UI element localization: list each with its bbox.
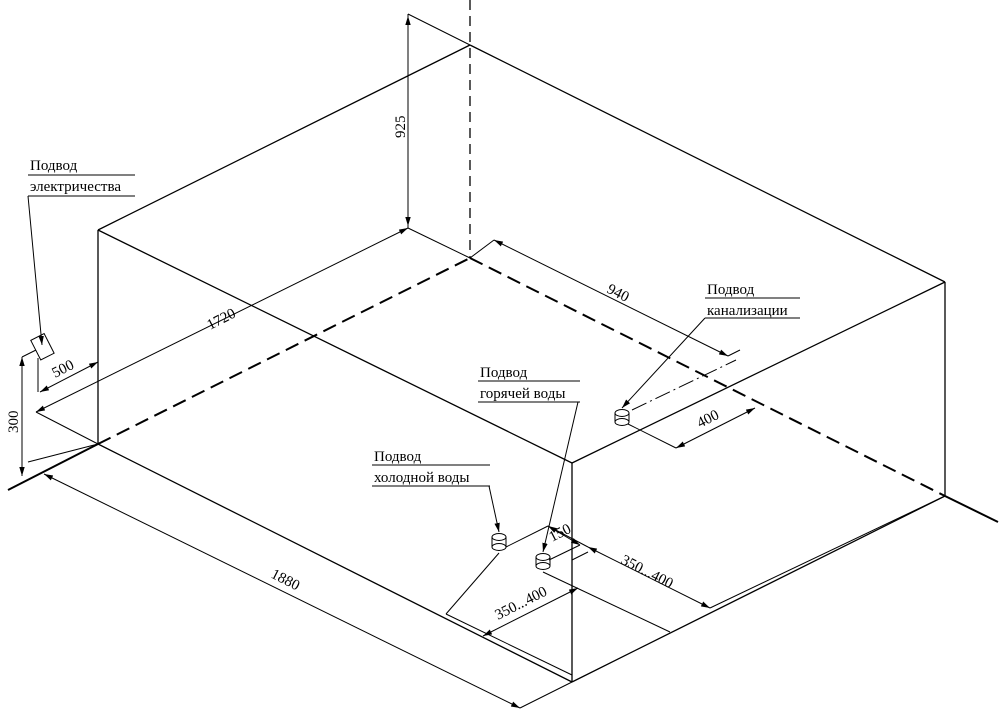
dim-length-label: 1880 — [268, 566, 302, 594]
dim-width: 1720 — [35, 227, 409, 445]
dim-valve-range-a-label: 350...400 — [618, 552, 675, 592]
cold-water-label-line1: Подвод — [374, 449, 422, 465]
electric-supply: 300 500 Подвод электричества — [6, 158, 135, 476]
dim-electric-offset-label: 500 — [50, 357, 77, 381]
dim-drain-side-label: 400 — [695, 407, 722, 431]
electric-label-line1: Подвод — [30, 158, 78, 174]
dim-valve-range-b-label: 350...400 — [493, 584, 550, 624]
valve-dimensions: 150 350...400 350...400 — [445, 495, 946, 676]
drain-label-line2: канализации — [707, 303, 788, 319]
hot-water-label-line2: горячей воды — [480, 386, 565, 402]
drain-label-line1: Подвод — [707, 282, 755, 298]
cold-water-label-line2: холодной воды — [374, 470, 469, 486]
hot-water-label-line1: Подвод — [480, 365, 528, 381]
hot-water-pipe-icon — [535, 553, 551, 570]
dim-width-label: 1720 — [205, 306, 239, 334]
cold-water-pipe-icon — [491, 533, 507, 551]
dim-drain-offset-label: 940 — [604, 281, 631, 305]
cold-water-supply: Подвод холодной воды — [372, 449, 507, 551]
socket-icon — [30, 332, 55, 361]
drain-supply: 940 400 Подвод канализации — [469, 239, 800, 449]
electric-label-line2: электричества — [30, 179, 121, 195]
drain-pipe-icon — [614, 409, 630, 426]
dim-height: 925 — [393, 13, 471, 259]
dim-valve-gap-label: 150 — [547, 521, 574, 545]
bath-box — [97, 0, 946, 683]
dim-length: 1880 — [27, 443, 573, 709]
dim-electric-height-label: 300 — [6, 411, 22, 434]
dim-height-label: 925 — [393, 116, 409, 139]
